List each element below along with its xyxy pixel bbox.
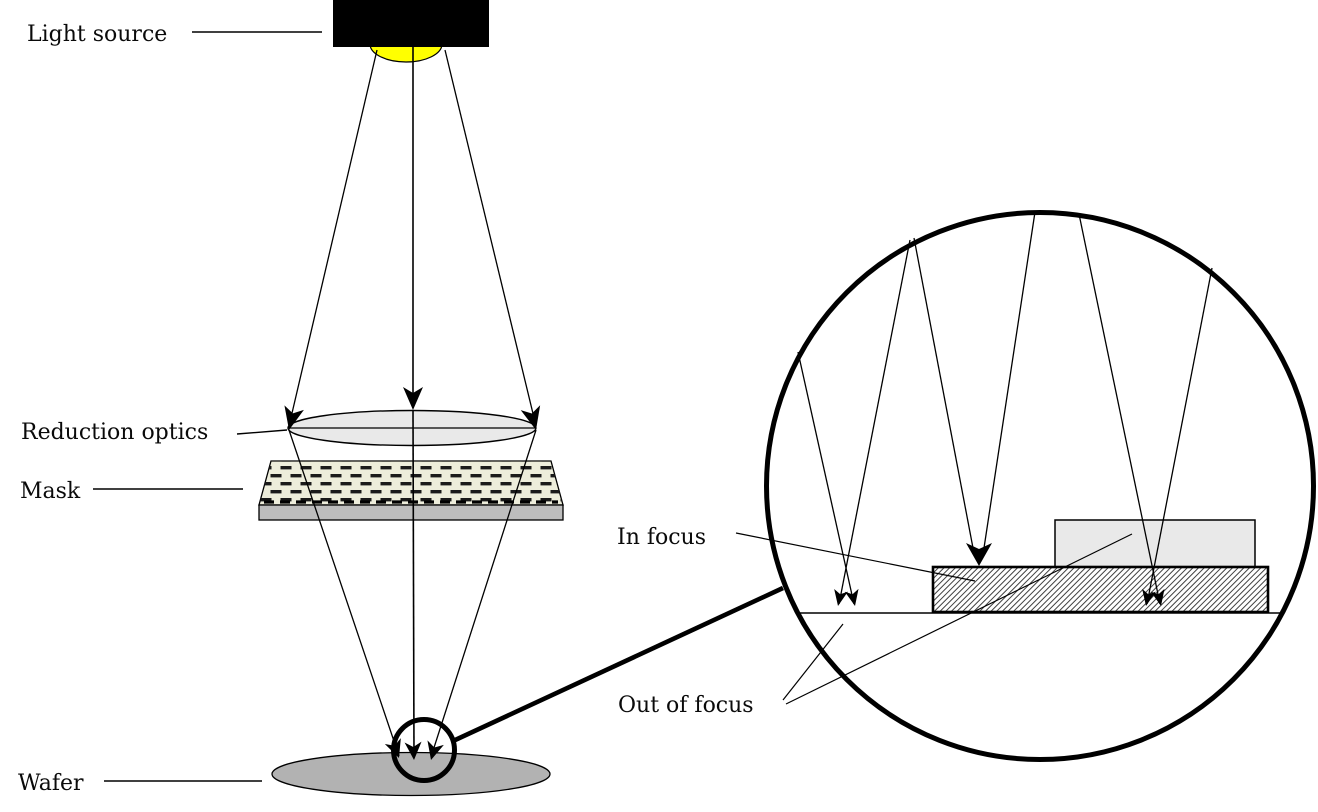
in-focus-leader (735, 532, 976, 582)
inset-labels: In focus Out of focus (617, 525, 1133, 718)
inset-diagram: In focus Out of focus (617, 210, 1316, 762)
arrowhead-outfocus-right-b (1142, 588, 1156, 606)
light-source-housing (333, 0, 489, 47)
focal-feature-hatch (931, 565, 1270, 614)
reduction-optics-leader (236, 429, 288, 435)
arrowhead-pre-lens-center (403, 387, 423, 410)
out-of-focus-label: Out of focus (618, 693, 754, 718)
inset-ray-1a (797, 351, 855, 605)
center-ray-lower (412, 409, 415, 759)
mask-plate (258, 460, 564, 521)
focal-plane-feature (931, 565, 1270, 614)
left-ray-lower (288, 429, 400, 757)
inset-ray-3a (1078, 213, 1161, 605)
main-diagram: Light source Reduction optics Mask Wafer (18, 0, 784, 797)
reduction-optics-label: Reduction optics (21, 420, 208, 445)
inset-ray-3b (1146, 267, 1213, 605)
mask-side (258, 504, 564, 521)
ray-arrowheads (284, 387, 541, 760)
arrowhead-lens-right (520, 405, 541, 430)
out-of-focus-leader-left (782, 623, 844, 701)
inset-rays (797, 211, 1213, 605)
wafer-label: Wafer (18, 771, 84, 796)
out-of-focus-leader-right (785, 533, 1133, 705)
light-rays (288, 47, 537, 759)
arrowhead-lens-left (284, 405, 304, 430)
arrowhead-outfocus-left-a (844, 588, 859, 606)
inset-ray-2a (913, 237, 974, 549)
left-ray-upper (288, 49, 378, 427)
arrowhead-wafer-left (384, 738, 401, 758)
arrowhead-infocus-center (966, 543, 992, 566)
arrowhead-wafer-right (427, 740, 444, 760)
mask-pattern (259, 461, 563, 505)
inset-ray-1b (838, 239, 911, 605)
reduction-optics-lens (287, 409, 537, 447)
right-ray-lower (430, 429, 537, 758)
arrowhead-outfocus-left-b (834, 588, 848, 606)
inset-ray-2b (983, 211, 1036, 549)
zoom-circle-outline (764, 210, 1316, 762)
callout-connector-line (452, 585, 784, 744)
inset-arrowheads (834, 543, 1165, 606)
mask-label: Mask (20, 479, 81, 504)
arrowhead-wafer-center (404, 741, 422, 760)
right-ray-upper (444, 49, 537, 427)
light-source-label: Light source (27, 22, 167, 47)
main-labels: Light source Reduction optics Mask Wafer (18, 22, 322, 796)
wafer-disc (271, 751, 551, 797)
raised-feature (1054, 519, 1256, 568)
in-focus-label: In focus (617, 525, 706, 550)
